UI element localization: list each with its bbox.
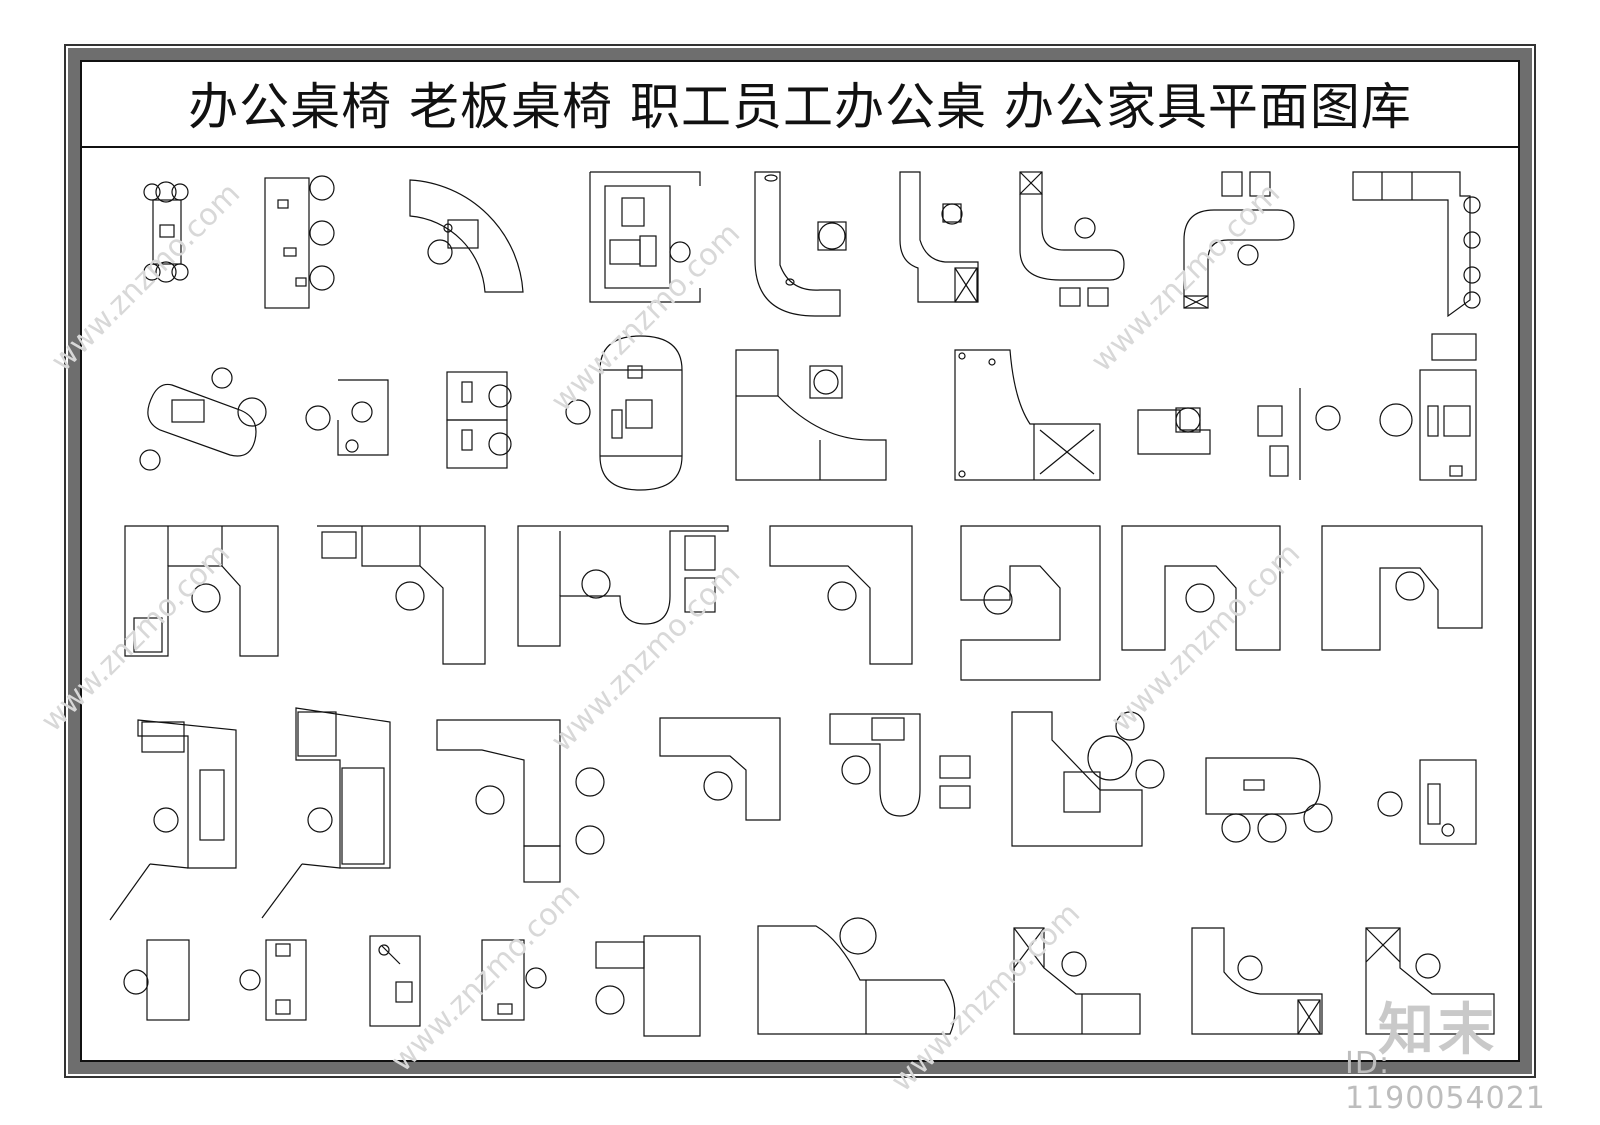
curved-desk [409, 179, 524, 293]
title-bar: 办公桌椅 老板桌椅 职工员工办公桌 办公家具平面图库 [80, 60, 1520, 148]
l-corner-desk [735, 349, 887, 481]
simple-desk-4 [481, 939, 547, 1021]
executive-office-1 [109, 719, 237, 921]
small-desk-chair [1137, 407, 1211, 455]
l-desk-star-chairs [436, 719, 605, 883]
workstation-u1 [124, 525, 279, 657]
workstation-round [517, 525, 729, 647]
l-desk-compact [659, 717, 781, 821]
small-desk-person [305, 379, 389, 456]
desk-with-partition [1257, 388, 1341, 480]
workstation-l2 [960, 525, 1101, 681]
desk-with-round-table [829, 713, 971, 817]
desk-return-chair [595, 935, 701, 1037]
watermark-logo: 知末 [1378, 998, 1498, 1063]
large-curved-corner-desk [757, 917, 956, 1035]
page-title: 办公桌椅 老板桌椅 职工员工办公桌 办公家具平面图库 [188, 78, 1412, 136]
outer-frame-border [64, 44, 1536, 1078]
round-end-desk [565, 335, 683, 491]
workstation-with-chair [589, 171, 701, 303]
oval-table-two-people [139, 367, 267, 471]
workstation-l4 [1321, 525, 1483, 651]
workstation-u2 [317, 525, 486, 665]
office-corner-suite [1011, 711, 1165, 847]
bar-counter-stools [1352, 171, 1481, 318]
corner-desk-cabinet-3 [1365, 927, 1495, 1035]
corner-desk-cabinet-2 [1191, 927, 1323, 1035]
notched-corner-desk [954, 349, 1101, 481]
watermark-id: ID: 1190054021 [1345, 1046, 1546, 1116]
desk-with-computer [1377, 759, 1477, 845]
l-curved-desk [754, 171, 847, 317]
simple-desk-2 [239, 939, 307, 1021]
double-desk-stack [446, 371, 512, 469]
oval-meeting-desk [1205, 757, 1333, 843]
simple-desk-1 [123, 939, 190, 1021]
desk-with-monitor [1379, 333, 1477, 481]
meeting-table-pair [143, 181, 189, 283]
workstation-l3 [1121, 525, 1281, 651]
curved-reception-with-chairs [1183, 171, 1295, 309]
corner-desk-cabinet-1 [1013, 927, 1141, 1035]
simple-desk-3 [369, 935, 421, 1027]
executive-office-2 [261, 707, 391, 919]
s-shaped-reception-desk [1019, 171, 1125, 307]
l-desk-with-cabinet [899, 171, 979, 303]
long-desk-three-chairs [264, 175, 335, 309]
workstation-l1 [769, 525, 913, 665]
